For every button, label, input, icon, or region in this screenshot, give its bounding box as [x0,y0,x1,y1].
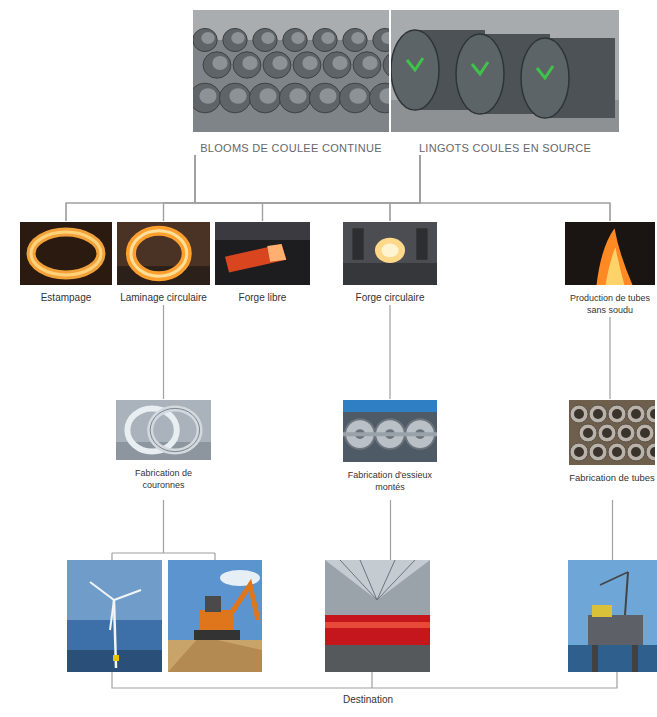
excavator-photo [168,560,262,672]
caption: BLOOMS DE COULEE CONTINUE [193,142,389,154]
branch-line [390,500,391,560]
photo [20,222,112,285]
photo [569,400,655,465]
branch-line [112,500,215,560]
caption: Fabrication d'essieux montés [343,469,437,493]
photo [391,10,619,132]
caption: Fabrication de tubes [569,472,655,484]
connector [195,155,390,221]
connector [164,155,421,221]
process-node: Laminage circulaire [117,222,210,304]
connector [610,317,611,399]
caption: Fabrication de couronnes [116,467,211,491]
connector [66,155,195,221]
connector [420,155,610,221]
connector [164,155,196,221]
wind-turbine-photo [67,560,162,672]
connector [195,155,610,221]
photo [193,10,389,132]
product-node: Fabrication d'essieux montés [343,400,437,493]
connector [66,155,420,221]
destination-label: Destination [340,694,396,705]
offshore-rig-photo [568,560,657,672]
photo [343,222,437,285]
connector [390,305,391,399]
process-node: Forge libre [215,222,310,304]
product-node: Fabrication de tubes [569,400,655,484]
product-node: Fabrication de couronnes [116,400,211,491]
connector [390,155,420,221]
caption: Production de tubes sans soudu [565,292,655,316]
connector [163,305,164,399]
process-node: Estampage [20,222,112,304]
process-node: Production de tubes sans soudu [565,222,655,316]
photo [215,222,310,285]
photo [343,400,437,462]
caption: Forge circulaire [343,292,437,304]
photo [117,222,210,285]
train-photo [325,560,430,672]
bloom-node: BLOOMS DE COULEE CONTINUE [193,10,389,154]
caption: Estampage [20,292,112,304]
destination-bar [112,672,617,688]
photo [565,222,655,285]
leader-lines [112,500,617,688]
caption: Forge libre [215,292,310,304]
photo [116,400,211,460]
ingot-node: LINGOTS COULES EN SOURCE [391,10,619,154]
connector [195,155,263,221]
caption: LINGOTS COULES EN SOURCE [391,142,619,154]
process-node: Forge circulaire [343,222,437,304]
connector [263,155,421,221]
caption: Laminage circulaire [117,292,210,304]
branch-line [612,500,613,560]
